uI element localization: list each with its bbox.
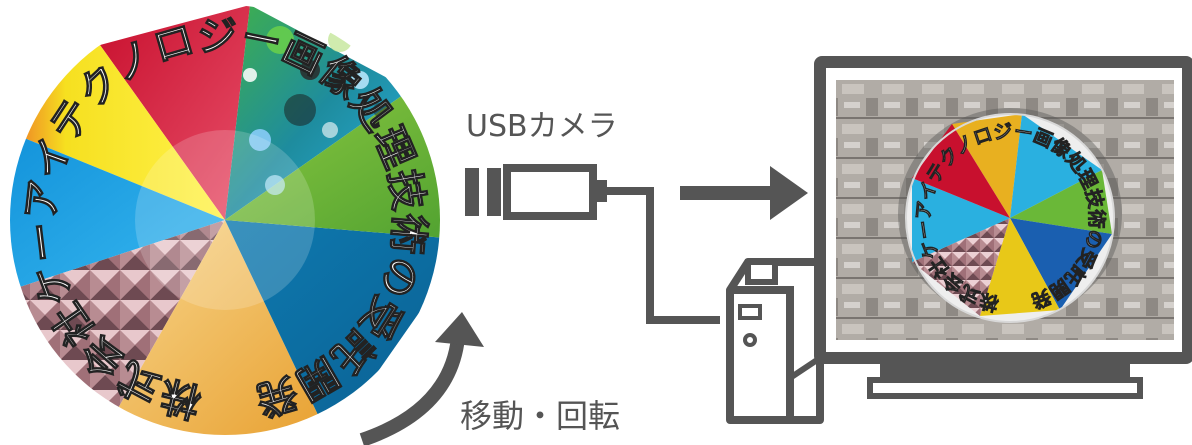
curved-arrow-icon: [359, 337, 465, 445]
disk-segment-green: [225, 90, 440, 240]
monitor-screen: 株式会社ケーアイテクノロジー画像処理技術の受託開発: [836, 80, 1174, 340]
usb-camera-icon: [465, 164, 720, 324]
disk-segment-blue: [225, 220, 440, 435]
disk-segment-red: [100, 5, 250, 220]
captured-disk: 株式会社ケーアイテクノロジー画像処理技術の受託開発: [898, 108, 1122, 323]
pc-tower-icon: [726, 258, 824, 424]
arrow-right-icon: [680, 166, 808, 220]
disk-segment-cyan: [10, 120, 225, 300]
curved-arrow-head: [435, 312, 484, 347]
motion-label: 移動・回転: [460, 397, 621, 435]
disk-segment-orange: [100, 220, 330, 435]
disk-segment-pyramid: [10, 220, 225, 435]
usb-camera-label: USBカメラ: [466, 109, 618, 144]
disk-segment-red2: [225, 5, 410, 220]
